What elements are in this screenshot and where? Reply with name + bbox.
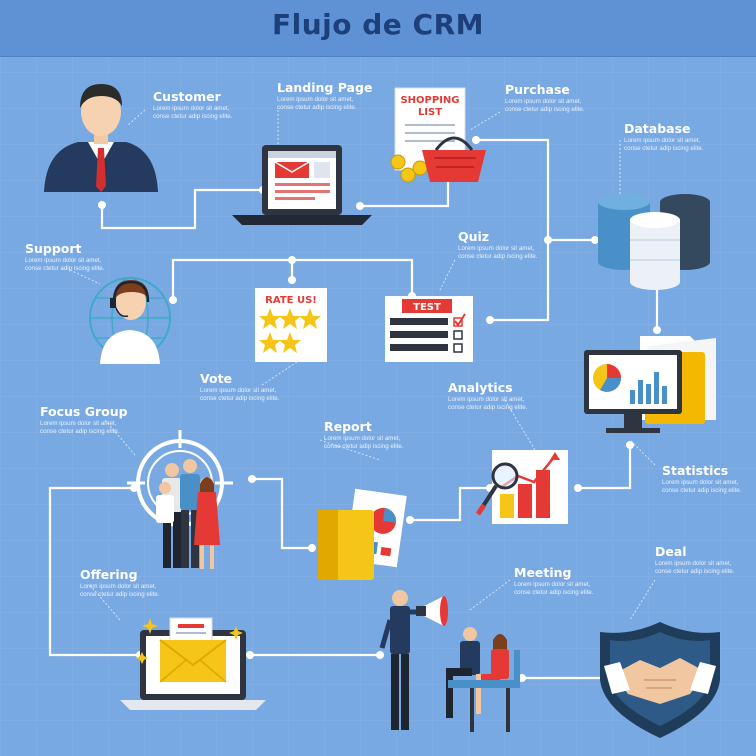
label-leader-lines [69, 109, 656, 621]
offering-desc: Lorem ipsum dolor sit amet,conse ctetur … [80, 583, 160, 598]
landing-page-illustration [232, 145, 372, 225]
connector-dots [98, 136, 661, 682]
page-title: Flujo de CRM [272, 8, 484, 41]
quiz-desc: Lorem ipsum dolor sit amet,conse ctetur … [458, 245, 538, 260]
purchase-desc: Lorem ipsum dolor sit amet,conse ctetur … [505, 98, 585, 113]
customer-desc: Lorem ipsum dolor sit amet,conse ctetur … [153, 105, 233, 120]
quiz-illustration: TEST [385, 296, 473, 362]
statistics-label: Statistics [662, 463, 729, 478]
focus-group-desc: Lorem ipsum dolor sit amet,conse ctetur … [40, 420, 120, 435]
shopping-list-title: SHOPPING [400, 95, 459, 106]
database-label: Database [624, 121, 691, 136]
vote-illustration: RATE US! [255, 288, 327, 362]
offering-label: Offering [80, 567, 138, 582]
purchase-label: Purchase [505, 82, 570, 97]
statistics-desc: Lorem ipsum dolor sit amet,conse ctetur … [662, 479, 742, 494]
offering-illustration [120, 617, 266, 710]
report-desc: Lorem ipsum dolor sit amet,conse ctetur … [324, 435, 404, 450]
support-illustration [89, 277, 171, 364]
test-title: TEST [413, 302, 441, 313]
customer-label: Customer [153, 89, 221, 104]
landing-page-label: Landing Page [277, 80, 373, 95]
header-bar [0, 0, 756, 57]
focus-group-label: Focus Group [40, 404, 128, 419]
analytics-illustration [475, 450, 568, 524]
meeting-illustration [379, 590, 520, 732]
landing-page-desc: Lorem ipsum dolor sit amet,conse ctetur … [277, 96, 357, 111]
report-label: Report [324, 419, 372, 434]
support-label: Support [25, 241, 82, 256]
meeting-label: Meeting [514, 565, 572, 580]
vote-label: Vote [200, 371, 233, 386]
deal-desc: Lorem ipsum dolor sit amet,conse ctetur … [655, 560, 735, 575]
analytics-label: Analytics [448, 380, 513, 395]
report-illustration [318, 488, 407, 580]
deal-illustration [600, 622, 720, 738]
rate-us-text: RATE US! [265, 295, 317, 306]
meeting-desc: Lorem ipsum dolor sit amet,conse ctetur … [514, 581, 594, 596]
analytics-desc: Lorem ipsum dolor sit amet,conse ctetur … [448, 396, 528, 411]
database-desc: Lorem ipsum dolor sit amet,conse ctetur … [624, 137, 704, 152]
deal-label: Deal [655, 544, 687, 559]
focus-group-illustration [127, 430, 233, 569]
quiz-label: Quiz [458, 229, 490, 244]
customer-illustration [44, 84, 158, 192]
support-desc: Lorem ipsum dolor sit amet,conse ctetur … [25, 257, 105, 272]
shopping-list-subtitle: LIST [418, 107, 442, 118]
statistics-illustration [584, 336, 716, 433]
database-illustration [598, 194, 710, 290]
vote-desc: Lorem ipsum dolor sit amet,conse ctetur … [200, 387, 280, 402]
purchase-illustration: SHOPPING LIST [390, 87, 486, 183]
